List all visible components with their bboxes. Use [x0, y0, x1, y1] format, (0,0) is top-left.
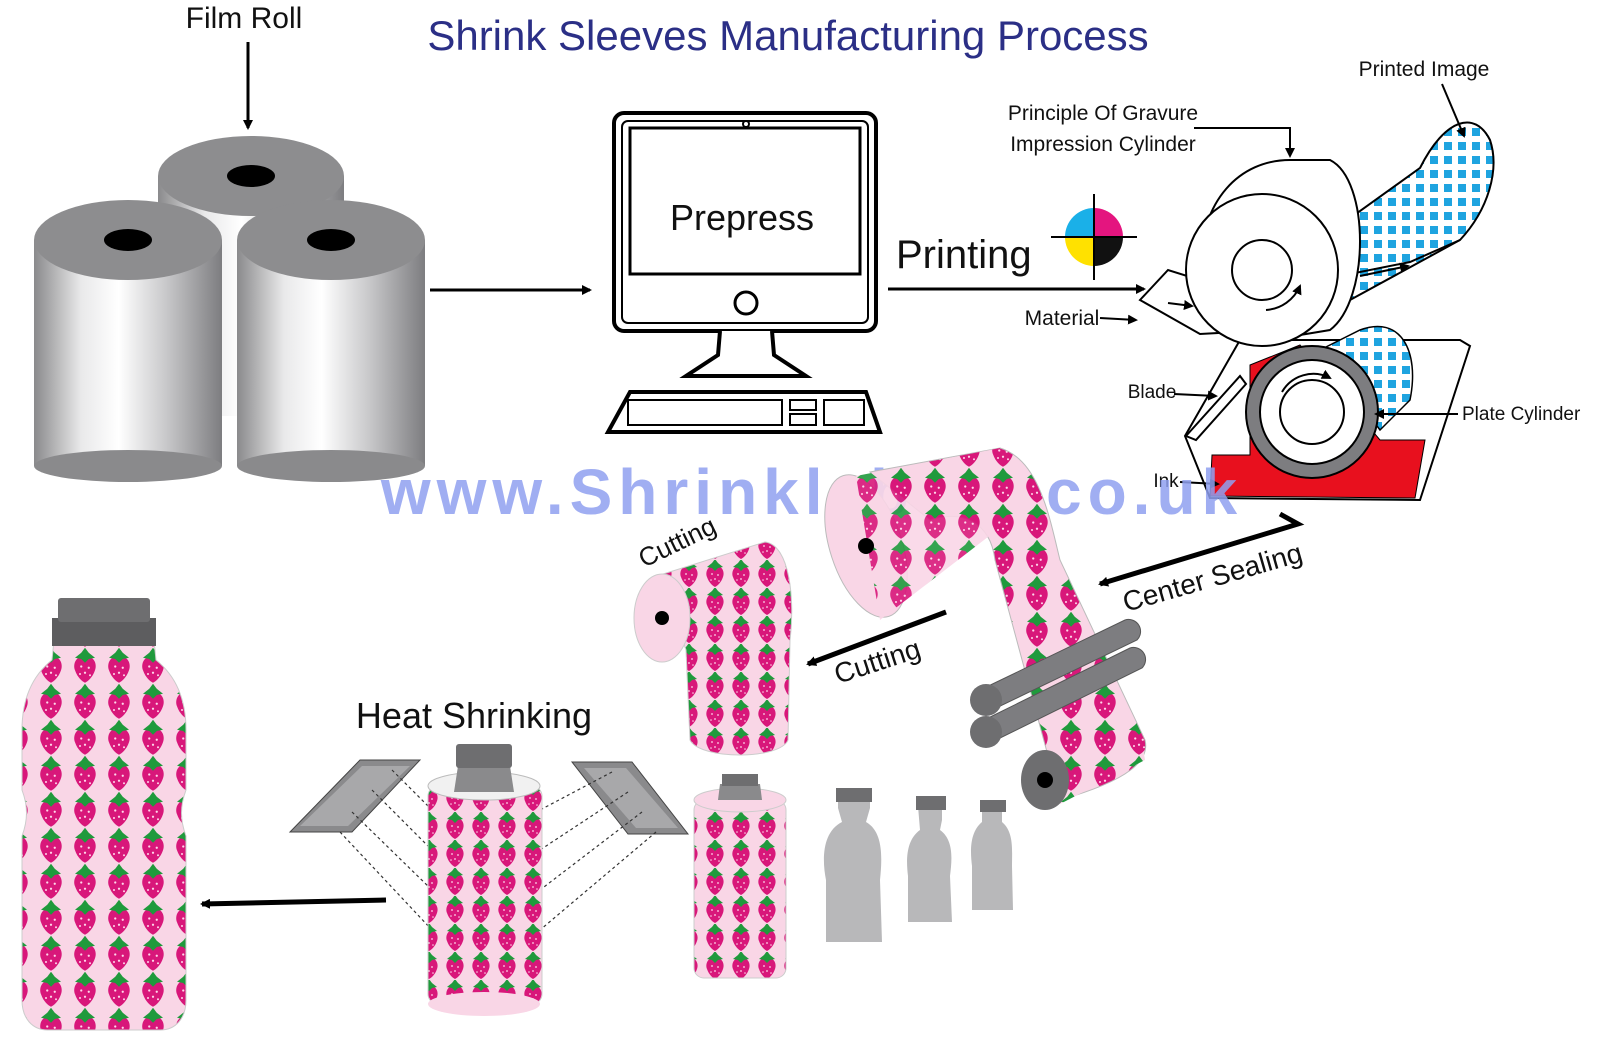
film-roll-left: [34, 200, 222, 482]
bottle-in-tunnel: [427, 744, 543, 1016]
film-rolls: [34, 136, 425, 482]
ink-label: Ink: [1153, 471, 1179, 492]
computer-icon: [604, 111, 883, 434]
film-roll-label: Film Roll: [186, 2, 303, 35]
bottle-large: [823, 790, 882, 942]
sealing-rollers: [970, 618, 1147, 748]
watermark: www.Shrinklabels.co.uk: [380, 456, 1243, 528]
final-bottle: [21, 598, 187, 1031]
sleeved-bottle-loose: [693, 774, 787, 979]
prepress-label: Prepress: [670, 197, 814, 238]
impression-cylinder-label-line2: Impression Cylinder: [1010, 133, 1196, 156]
cutting-arrow: [806, 609, 947, 667]
cmyk-registration-icon: [1051, 194, 1137, 280]
printed-image-label: Printed Image: [1359, 58, 1490, 81]
material-label: Material: [1025, 307, 1100, 330]
printing-label: Printing: [896, 233, 1032, 277]
gravure-printing-unit: [1138, 121, 1495, 502]
blade: [1184, 374, 1248, 442]
cut-sleeve-roll: [633, 541, 793, 756]
blade-label: Blade: [1128, 382, 1177, 403]
film-roll-right: [237, 200, 425, 482]
diagram-title: Shrink Sleeves Manufacturing Process: [427, 12, 1148, 59]
bottle-small: [971, 810, 1013, 910]
plate-cylinder-label: Plate Cylinder: [1462, 404, 1581, 425]
center-sealing-arrow: [1098, 511, 1305, 587]
center-sealing-web: [824, 447, 1147, 810]
heat-shrink-tunnel: [288, 744, 690, 1016]
heat-shrinking-label: Heat Shrinking: [356, 695, 592, 736]
cutting-arrow-label: Cutting: [830, 633, 924, 690]
final-arrow: [200, 897, 387, 909]
bottle-medium: [907, 806, 952, 922]
plain-bottles: [823, 788, 1013, 942]
impression-cylinder-label-line1: Principle Of Gravure: [1008, 102, 1198, 125]
